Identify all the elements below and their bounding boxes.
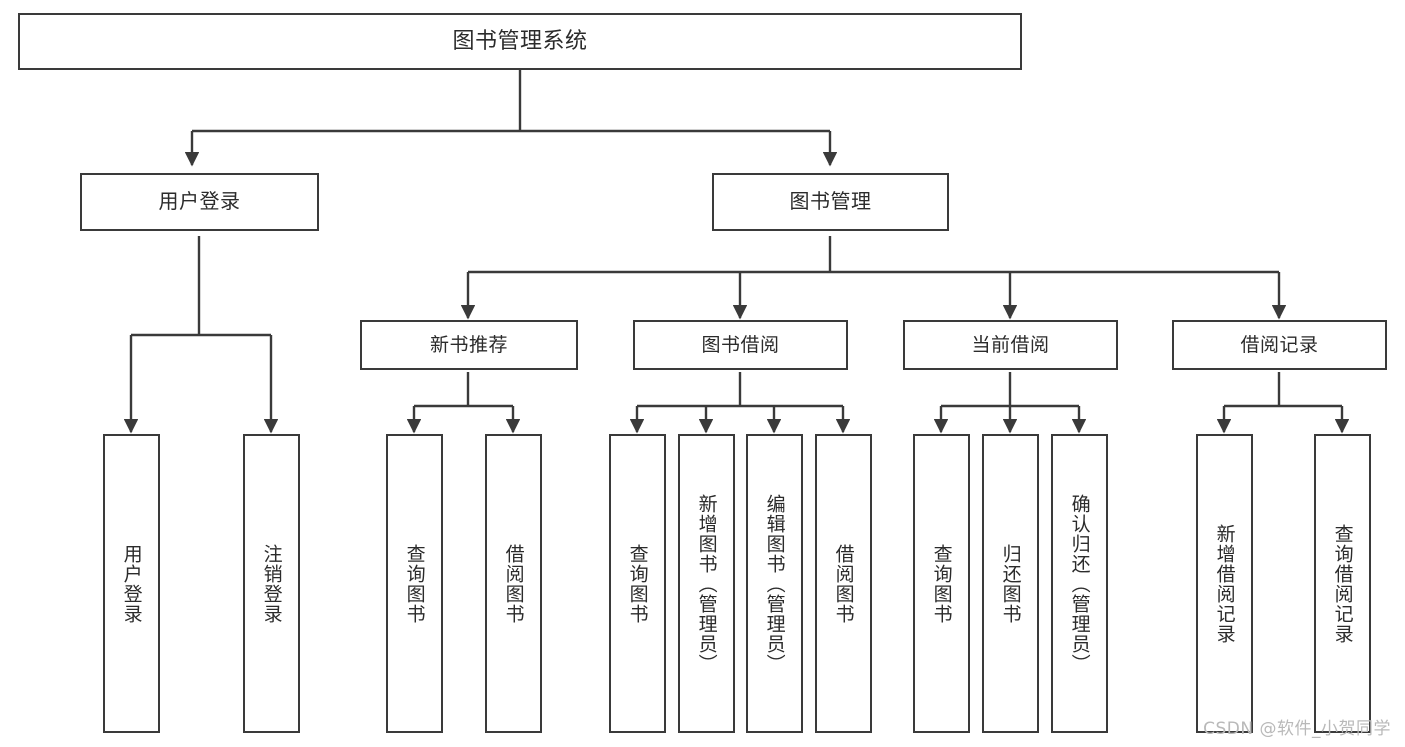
- node-book-management[interactable]: 图书管理: [712, 173, 949, 231]
- leaf-new-book-borrow-book[interactable]: 借阅图书: [485, 434, 542, 733]
- node-label: 查询图书: [403, 543, 426, 624]
- leaf-user-login-login[interactable]: 用户登录: [103, 434, 160, 733]
- node-user-login[interactable]: 用户登录: [80, 173, 319, 231]
- leaf-book-borrow-query-book[interactable]: 查询图书: [609, 434, 666, 733]
- node-label: 图书管理系统: [452, 28, 588, 54]
- node-label: 借阅图书: [832, 543, 855, 624]
- node-label: 借阅图书: [502, 543, 525, 624]
- node-label: 查询图书: [930, 543, 953, 624]
- node-borrow-records[interactable]: 借阅记录: [1172, 320, 1387, 370]
- node-root-book-management-system[interactable]: 图书管理系统: [18, 13, 1022, 70]
- node-label: 新增图书（管理员）: [695, 493, 718, 674]
- node-label: 当前借阅: [971, 333, 1050, 356]
- node-book-borrow[interactable]: 图书借阅: [633, 320, 848, 370]
- leaf-book-borrow-add-book-admin[interactable]: 新增图书（管理员）: [678, 434, 735, 733]
- leaf-current-borrow-query-book[interactable]: 查询图书: [913, 434, 970, 733]
- leaf-current-borrow-return-book[interactable]: 归还图书: [982, 434, 1039, 733]
- node-label: 查询借阅记录: [1331, 523, 1354, 644]
- node-label: 用户登录: [158, 189, 241, 214]
- leaf-book-borrow-edit-book-admin[interactable]: 编辑图书（管理员）: [746, 434, 803, 733]
- leaf-new-book-query-book[interactable]: 查询图书: [386, 434, 443, 733]
- node-label: 借阅记录: [1240, 333, 1319, 356]
- watermark: CSDN @软件_小贺同学: [1203, 719, 1391, 739]
- leaf-borrow-records-query-record[interactable]: 查询借阅记录: [1314, 434, 1371, 733]
- node-label: 归还图书: [999, 543, 1022, 624]
- node-label: 新书推荐: [429, 333, 508, 356]
- leaf-borrow-records-add-record[interactable]: 新增借阅记录: [1196, 434, 1253, 733]
- node-new-book-recommend[interactable]: 新书推荐: [360, 320, 578, 370]
- node-label: 查询图书: [626, 543, 649, 624]
- leaf-user-login-logout[interactable]: 注销登录: [243, 434, 300, 733]
- node-label: 图书借阅: [701, 333, 780, 356]
- node-label: 确认归还（管理员）: [1068, 493, 1091, 674]
- leaf-current-borrow-confirm-return-admin[interactable]: 确认归还（管理员）: [1051, 434, 1108, 733]
- node-current-borrow[interactable]: 当前借阅: [903, 320, 1118, 370]
- leaf-book-borrow-borrow-book[interactable]: 借阅图书: [815, 434, 872, 733]
- node-label: 新增借阅记录: [1213, 523, 1236, 644]
- node-label: 图书管理: [789, 189, 872, 214]
- node-label: 注销登录: [260, 543, 283, 624]
- node-label: 用户登录: [120, 543, 143, 624]
- node-label: 编辑图书（管理员）: [763, 493, 786, 674]
